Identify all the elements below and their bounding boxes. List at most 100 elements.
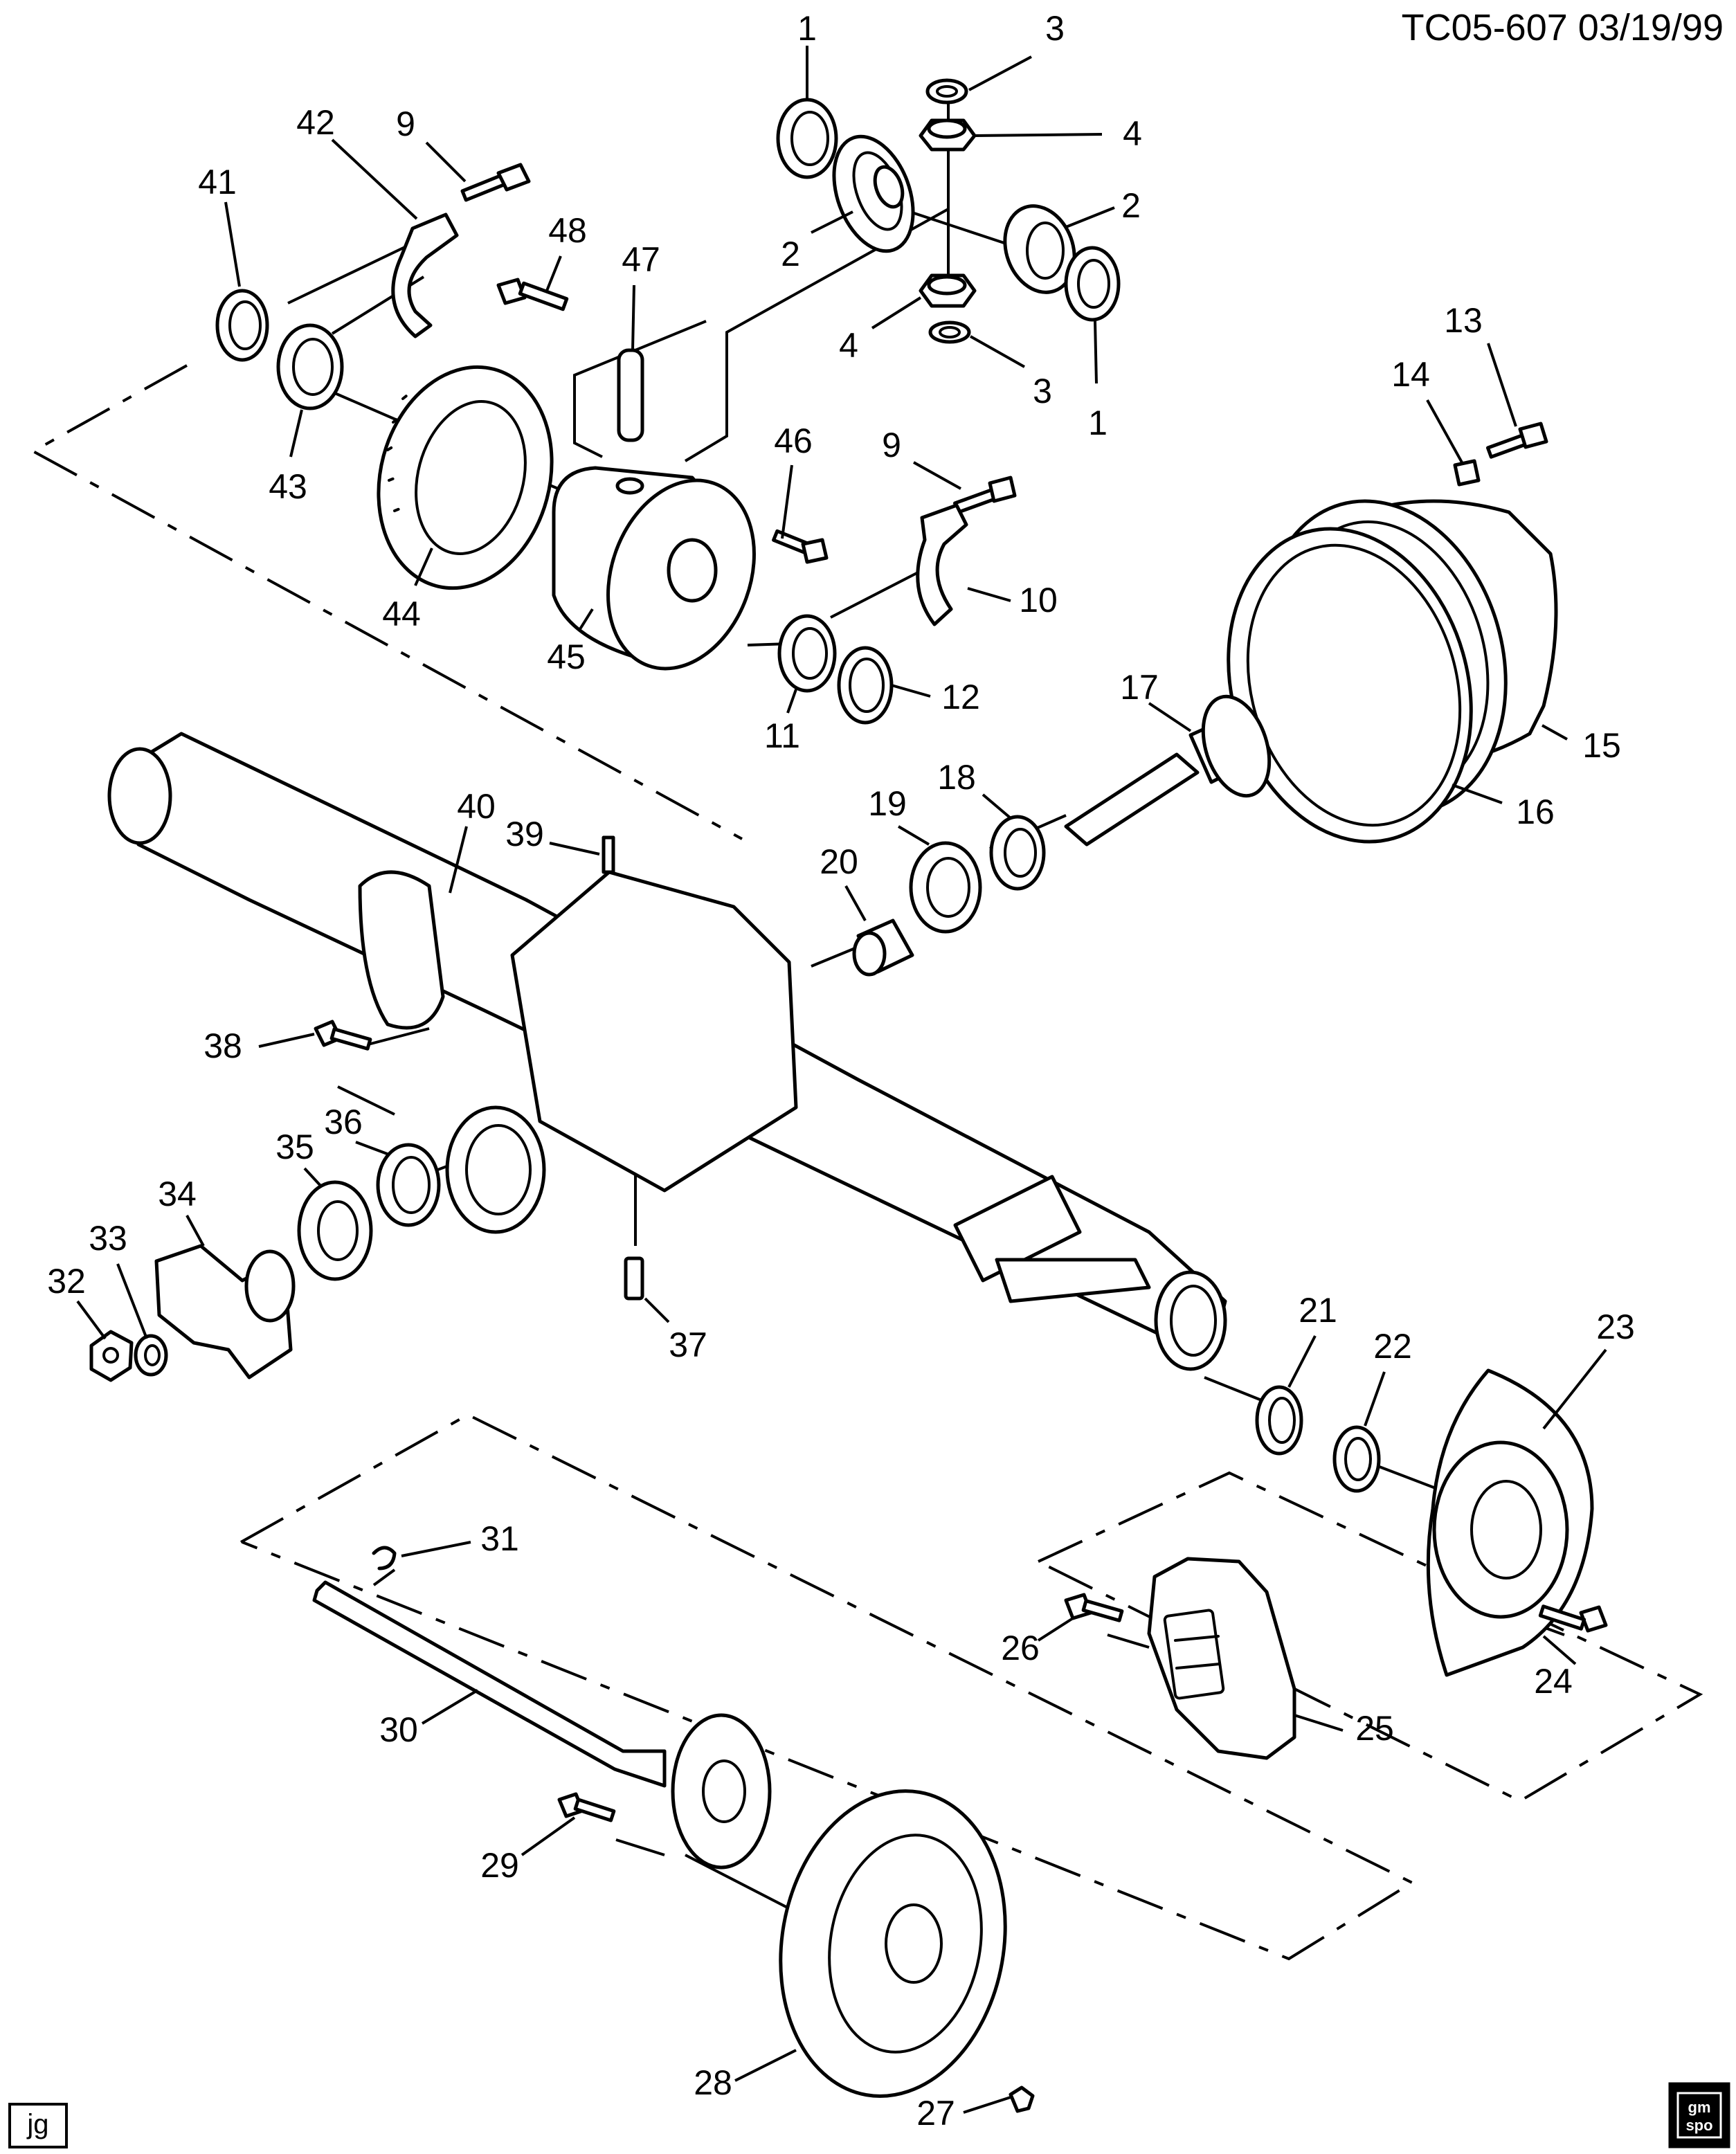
callout-11: 11 xyxy=(764,689,800,755)
callout-25: 25 xyxy=(1294,1709,1394,1748)
callout-37: 37 xyxy=(644,1297,707,1364)
bolt-46 xyxy=(772,529,829,564)
callout-46: 46 xyxy=(774,422,813,539)
lug-nut-27 xyxy=(1009,2085,1035,2113)
callout-3-top: 3 xyxy=(968,9,1065,91)
svg-text:35: 35 xyxy=(275,1128,314,1166)
pinion-washer-3-bottom xyxy=(928,320,971,344)
svg-text:2: 2 xyxy=(781,235,800,273)
axle-bearing-21 xyxy=(1255,1385,1303,1456)
cross-pin-47 xyxy=(617,348,644,442)
pinion-nut-32 xyxy=(89,1330,134,1382)
callout-48: 48 xyxy=(545,211,587,291)
callout-35: 35 xyxy=(275,1128,323,1188)
bearing-cap-42 xyxy=(391,212,459,338)
bolt-38 xyxy=(314,1020,372,1051)
svg-text:40: 40 xyxy=(457,787,496,826)
callout-14: 14 xyxy=(1391,355,1463,463)
drafter-initials: jg xyxy=(26,2109,48,2139)
svg-text:9: 9 xyxy=(396,105,415,143)
callout-20: 20 xyxy=(820,842,867,921)
callout-4-top: 4 xyxy=(974,114,1142,153)
svg-text:43: 43 xyxy=(269,467,307,506)
clip-14 xyxy=(1453,459,1481,487)
svg-text:34: 34 xyxy=(158,1175,197,1213)
callout-28: 28 xyxy=(694,2049,797,2102)
ring-gear-44 xyxy=(377,365,554,590)
callout-45: 45 xyxy=(547,608,594,676)
svg-text:10: 10 xyxy=(1019,581,1058,619)
brake-rotor-28 xyxy=(779,1789,1007,2098)
callout-16: 16 xyxy=(1452,784,1555,831)
svg-text:3: 3 xyxy=(1033,372,1052,410)
bolt-13 xyxy=(1485,422,1548,459)
brake-shield-23 xyxy=(1426,1368,1594,1677)
callout-9-left: 9 xyxy=(396,105,467,183)
callout-12: 12 xyxy=(891,678,980,716)
pinion-gear-4-top xyxy=(919,118,977,152)
bolt-26 xyxy=(1064,1593,1124,1622)
svg-text:23: 23 xyxy=(1596,1307,1635,1346)
svg-text:36: 36 xyxy=(324,1103,363,1141)
drive-pinion-17 xyxy=(1064,694,1272,847)
callout-2-left: 2 xyxy=(781,210,853,273)
svg-text:1: 1 xyxy=(1088,404,1107,442)
axle-shaft-30 xyxy=(312,1580,772,1870)
side-gear-2-right xyxy=(1003,204,1076,294)
callout-18: 18 xyxy=(937,758,1012,820)
callout-21: 21 xyxy=(1287,1291,1337,1388)
svg-text:4: 4 xyxy=(839,326,858,365)
pinion-bearing-18 xyxy=(989,815,1046,891)
svg-text:45: 45 xyxy=(547,637,586,676)
callout-9-right: 9 xyxy=(882,426,961,490)
svg-text:37: 37 xyxy=(669,1325,707,1364)
svg-text:33: 33 xyxy=(89,1219,127,1258)
svg-text:46: 46 xyxy=(774,422,813,460)
washer-33 xyxy=(134,1334,168,1377)
svg-text:11: 11 xyxy=(764,716,800,755)
case-bearing-43 xyxy=(276,323,344,410)
bearing-cap-10 xyxy=(916,503,968,626)
pinion-bearing-19 xyxy=(909,841,982,934)
callout-47: 47 xyxy=(622,240,660,351)
svg-text:48: 48 xyxy=(548,211,587,250)
svg-text:44: 44 xyxy=(382,595,421,633)
svg-text:22: 22 xyxy=(1373,1327,1412,1366)
side-gear-2-left xyxy=(832,134,915,253)
svg-text:41: 41 xyxy=(198,163,237,201)
svg-text:4: 4 xyxy=(1123,114,1142,153)
callout-34: 34 xyxy=(158,1175,205,1247)
svg-text:18: 18 xyxy=(937,758,976,797)
side-gear-washer-1-upper xyxy=(776,98,838,179)
callout-19: 19 xyxy=(868,784,930,846)
callout-13: 13 xyxy=(1444,301,1517,427)
callout-10: 10 xyxy=(967,581,1058,619)
svg-text:21: 21 xyxy=(1299,1291,1337,1330)
svg-text:14: 14 xyxy=(1391,355,1430,394)
axle-seal-22 xyxy=(1332,1425,1381,1493)
svg-text:13: 13 xyxy=(1444,301,1483,340)
collapsible-spacer-20 xyxy=(852,918,914,977)
bolt-9-right xyxy=(952,476,1017,514)
callout-1-upper: 1 xyxy=(797,9,817,98)
svg-text:29: 29 xyxy=(480,1846,519,1885)
svg-text:30: 30 xyxy=(379,1710,418,1749)
svg-text:32: 32 xyxy=(47,1262,86,1301)
callout-23: 23 xyxy=(1542,1307,1635,1430)
callout-36: 36 xyxy=(324,1103,390,1156)
callout-31: 31 xyxy=(401,1519,519,1558)
callout-41: 41 xyxy=(198,163,241,287)
pinion-yoke-34 xyxy=(154,1244,296,1379)
callout-39: 39 xyxy=(505,815,600,856)
callout-17: 17 xyxy=(1120,668,1192,732)
svg-text:27: 27 xyxy=(916,2094,955,2133)
svg-text:31: 31 xyxy=(480,1519,519,1558)
side-gear-washer-1-lower xyxy=(1064,246,1121,322)
vent-39 xyxy=(602,835,615,874)
callout-15: 15 xyxy=(1541,724,1621,765)
callout-26: 26 xyxy=(1001,1617,1074,1667)
svg-text:19: 19 xyxy=(868,784,907,823)
logo-line1: gm xyxy=(1688,2099,1711,2116)
pinion-bearing-36 xyxy=(376,1143,441,1227)
